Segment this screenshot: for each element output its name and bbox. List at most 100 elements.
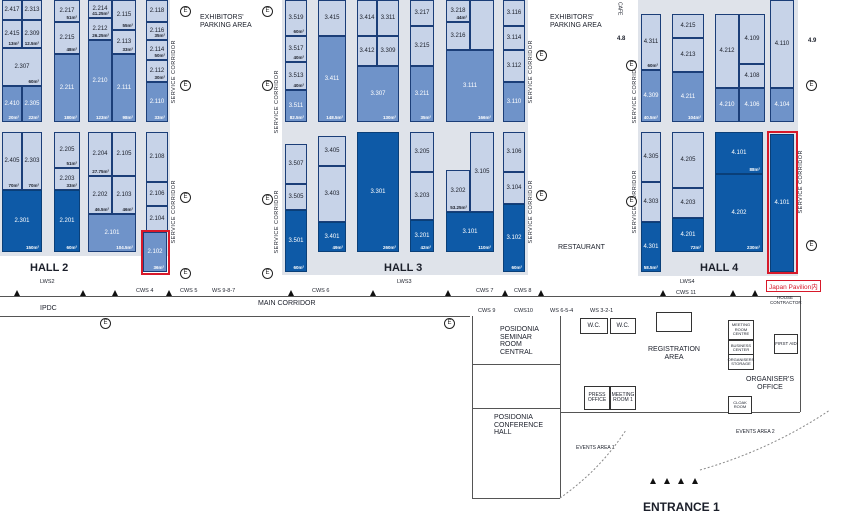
booth-3-415[interactable]: 3.415 — [318, 0, 346, 36]
booth-3-110[interactable]: 3.110 — [503, 82, 525, 122]
booth-4-205[interactable]: 4.205 — [672, 132, 704, 188]
service-corridor-label: SERVICE CORRIDOR — [798, 150, 804, 214]
booth-2-105[interactable]: 2.105 — [112, 132, 136, 176]
booth-area: 35m² — [420, 114, 431, 120]
booth-3-205[interactable]: 3.205 — [410, 132, 434, 172]
booth-3-216b[interactable] — [470, 0, 494, 50]
booth-4-108[interactable]: 4.108 — [739, 64, 765, 88]
booth-3-414[interactable]: 3.414 — [357, 0, 377, 36]
booth-4-210[interactable]: 4.210 — [715, 88, 739, 122]
booth-3-104[interactable]: 3.104 — [503, 172, 525, 204]
booth-4-215[interactable]: 4.215 — [672, 14, 704, 38]
booth-3-505[interactable]: 3.505 — [285, 184, 307, 210]
booth-3-112[interactable]: 3.112 — [503, 50, 525, 82]
booth-3-403[interactable]: 3.403 — [318, 166, 346, 222]
booth-2-118[interactable]: 2.118 — [146, 0, 168, 22]
booth-4-303[interactable]: 4.303 — [641, 182, 661, 222]
booth-4-110[interactable]: 4.110 — [770, 0, 794, 88]
booth-3-507[interactable]: 3.507 — [285, 144, 307, 184]
booth-4-109[interactable]: 4.109 — [739, 14, 765, 64]
booth-4-213[interactable]: 4.213 — [672, 38, 704, 72]
emergency-exit-icon: E — [262, 268, 273, 279]
booth-3-106[interactable]: 3.106 — [503, 132, 525, 172]
booth-3-311[interactable]: 3.311 — [377, 0, 399, 36]
booth-2-106[interactable]: 2.106 — [146, 182, 168, 206]
booth-3-405[interactable]: 3.405 — [318, 136, 346, 166]
booth-3-309[interactable]: 3.309 — [377, 36, 399, 66]
booth-4-104[interactable]: 4.104 — [770, 88, 794, 122]
booth-4-106[interactable]: 4.106 — [739, 88, 765, 122]
booth-2-108[interactable]: 2.108 — [146, 132, 168, 182]
booth-2-417[interactable]: 2.417 — [2, 0, 22, 20]
booth-4-101-japan[interactable]: 4.101 — [770, 134, 794, 272]
booth-3-203[interactable]: 3.203 — [410, 172, 434, 220]
booth-3-215[interactable]: 3.215 — [410, 26, 434, 66]
booth-4-212[interactable]: 4.212 — [715, 14, 739, 88]
booth-3-105[interactable]: 3.105 — [470, 132, 494, 212]
booth-area: 40m² — [293, 82, 304, 88]
booth-3-216[interactable]: 3.216 — [446, 22, 470, 50]
booth-4-203[interactable]: 4.203 — [672, 188, 704, 218]
booth-3-412[interactable]: 3.412 — [357, 36, 377, 66]
booth-3-217[interactable]: 3.217 — [410, 0, 434, 26]
booth-2-313[interactable]: 2.313 — [22, 0, 42, 20]
booth-3-116[interactable]: 3.116 — [503, 0, 525, 26]
booth-4-305[interactable]: 4.305 — [641, 132, 661, 182]
booth-2-104[interactable]: 2.104 — [146, 206, 168, 232]
booth-label: 3.215 — [414, 43, 430, 49]
booth-3-114[interactable]: 3.114 — [503, 26, 525, 50]
